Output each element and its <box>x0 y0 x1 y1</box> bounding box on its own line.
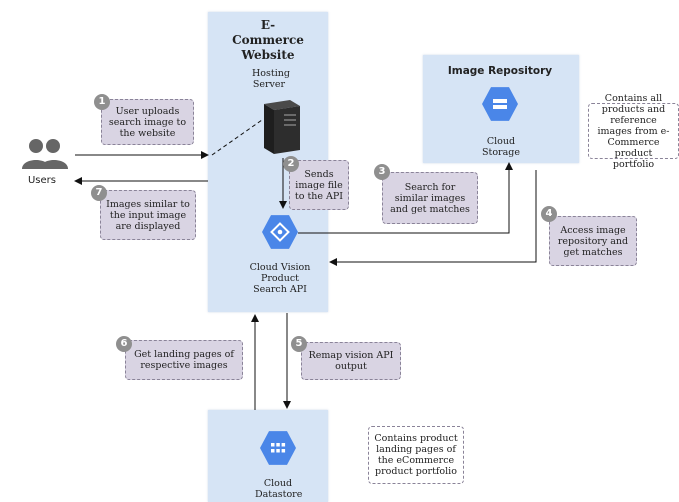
cloud-datastore-label: Cloud Datastore <box>255 478 303 500</box>
cloud-storage-label: Cloud Storage <box>482 136 520 158</box>
step-3-note: Search for similar images and get matche… <box>382 172 478 224</box>
step-3-badge: 3 <box>374 164 390 180</box>
step-1-note: User uploads search image to the website <box>101 99 194 145</box>
vision-api-icon <box>262 215 298 249</box>
vision-api-label: Cloud Vision Product Search API <box>249 262 311 295</box>
hosting-server-label: Hosting Server <box>252 68 290 90</box>
image-repository-title: Image Repository <box>447 65 553 77</box>
step-4-note: Access image repository and get matches <box>549 216 637 266</box>
step-7-badge: 7 <box>91 185 107 201</box>
datastore-note: Contains product landing pages of the eC… <box>368 426 464 484</box>
step-2-note: Sends image file to the API <box>289 160 349 210</box>
step-7-note: Images similar to the input image are di… <box>100 190 196 240</box>
step-2-badge: 2 <box>283 156 299 172</box>
step-5-note: Remap vision API output <box>301 342 401 380</box>
step-6-note: Get landing pages of respective images <box>125 340 243 380</box>
step-1-badge: 1 <box>94 94 110 110</box>
step-5-badge: 5 <box>291 336 307 352</box>
step-6-badge: 6 <box>116 336 132 352</box>
users-label: Users <box>27 175 56 186</box>
users-icon <box>14 137 72 177</box>
server-icon <box>260 98 304 156</box>
cloud-datastore-icon <box>260 431 296 465</box>
cloud-storage-icon <box>482 87 518 121</box>
step-4-badge: 4 <box>541 206 557 222</box>
website-title: E-Commerce Website <box>232 18 304 62</box>
